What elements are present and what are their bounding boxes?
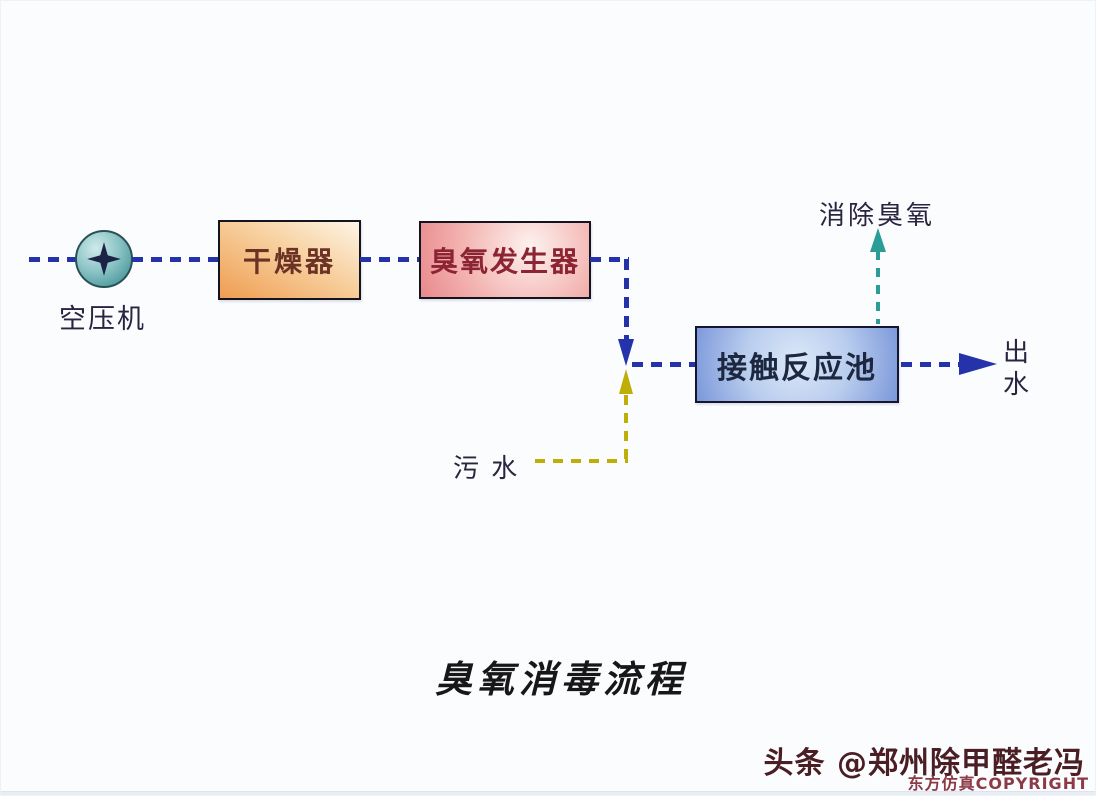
ozone-removal-label: 消除臭氧 xyxy=(819,201,936,231)
ozone-generator-box: 臭氧发生器 xyxy=(419,221,591,299)
wastewater-horizontal-line xyxy=(535,459,628,463)
wastewater-label: 污 水 xyxy=(453,454,520,484)
outlet-water-label-top: 出 xyxy=(1003,338,1030,368)
wastewater-arrow-up-icon xyxy=(619,369,633,394)
ozone-down-line xyxy=(624,259,629,341)
outlet-water-label-bottom: 水 xyxy=(1003,370,1030,400)
outlet-arrow-right-icon xyxy=(959,353,997,375)
watermark-copyright: 东方仿真COPYRIGHT xyxy=(907,774,1089,793)
ozone-to-corner-line xyxy=(590,257,629,262)
dryer-to-ozone-line xyxy=(360,257,420,262)
outlet-water-label: 出 水 xyxy=(1003,337,1029,401)
watermark-headline: 头条 @郑州除甲醛老冯 xyxy=(763,746,1085,781)
wastewater-vertical-line xyxy=(624,395,628,459)
diagram-title: 臭氧消毒流程 xyxy=(435,657,687,701)
inlet-flow-line xyxy=(29,257,77,262)
dryer-box: 干燥器 xyxy=(218,220,361,300)
offgas-vertical-line xyxy=(876,251,880,324)
ozone-arrow-down-icon xyxy=(618,339,634,366)
contact-pool-box: 接触反应池 xyxy=(695,326,899,403)
fan-blades-icon xyxy=(87,242,121,276)
pool-to-outlet-line xyxy=(901,362,959,367)
bottom-strip xyxy=(1,791,1095,795)
compressor-to-dryer-line xyxy=(132,257,219,262)
contact-pool-box-label: 接触反应池 xyxy=(717,350,877,386)
compressor-fan-icon xyxy=(75,230,133,288)
junction-to-pool-line xyxy=(632,362,695,367)
dryer-box-label: 干燥器 xyxy=(242,245,336,278)
ozone-generator-box-label: 臭氧发生器 xyxy=(429,245,580,278)
compressor-label: 空压机 xyxy=(59,304,146,335)
offgas-arrow-up-icon xyxy=(870,228,886,252)
